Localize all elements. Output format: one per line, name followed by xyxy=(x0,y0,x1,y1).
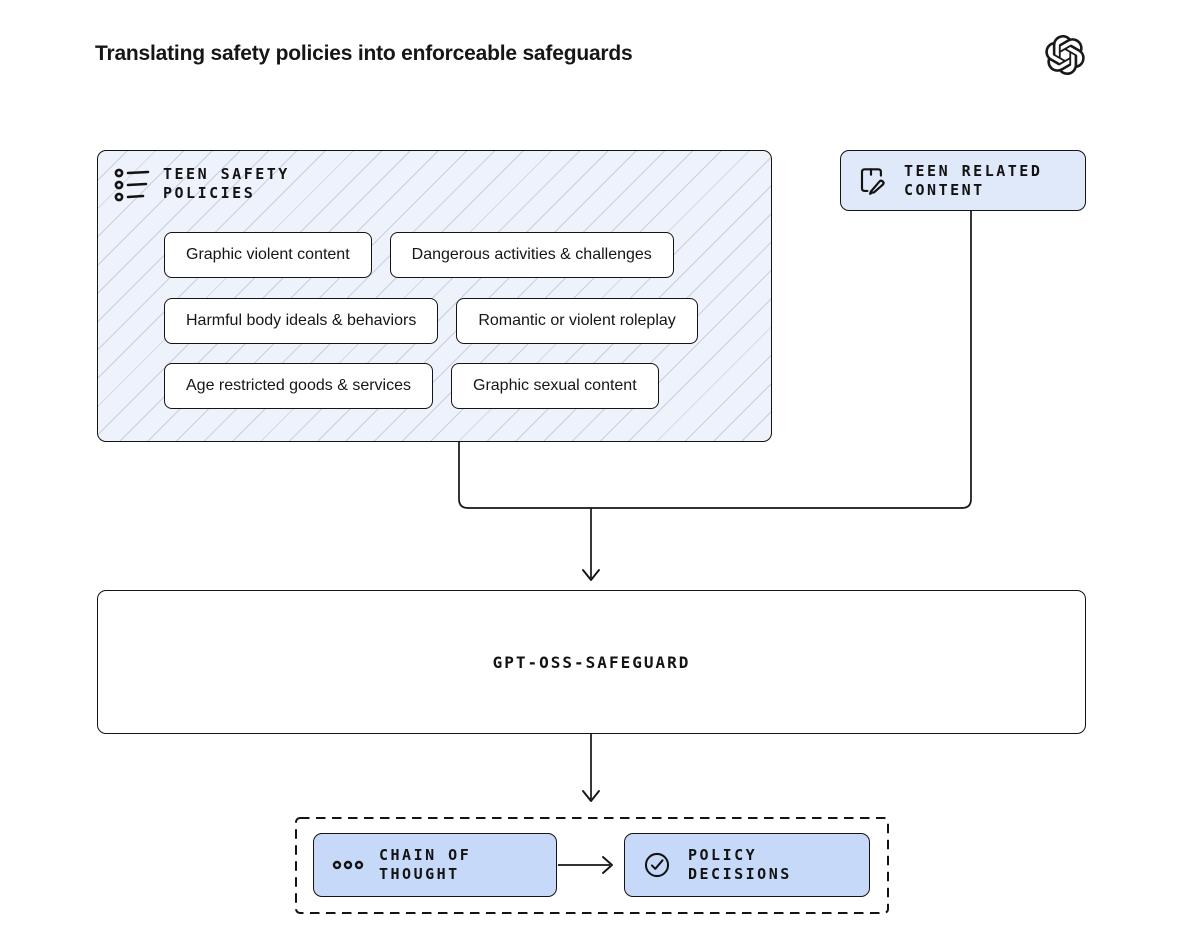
content-label-line2: CONTENT xyxy=(904,180,985,199)
policy-pill: Graphic violent content xyxy=(164,232,372,278)
policy-pill: Dangerous activities & challenges xyxy=(389,232,674,278)
teen-related-content-label: TEEN RELATED CONTENT xyxy=(904,162,1042,200)
content-label-line1: TEEN RELATED xyxy=(904,161,1043,180)
policies-panel-title: TEEN SAFETY POLICIES xyxy=(163,165,290,203)
policy-pill: Age restricted goods & services xyxy=(164,363,433,409)
policy-decisions-box: POLICY DECISIONS xyxy=(624,833,870,897)
model-label: GPT-OSS-SAFEGUARD xyxy=(492,652,691,672)
policy-pill: Romantic or violent roleplay xyxy=(456,298,698,344)
pd-label-line2: DECISIONS xyxy=(688,865,792,883)
arrow-to-model-head xyxy=(582,569,600,581)
policies-panel-header: TEEN SAFETY POLICIES xyxy=(113,165,290,205)
page-title: Translating safety policies into enforce… xyxy=(95,42,633,65)
teen-safety-policies-panel: TEEN SAFETY POLICIES Graphic violent con… xyxy=(97,150,772,442)
list-icon xyxy=(113,165,153,205)
policies-title-line1: TEEN SAFETY xyxy=(163,165,290,183)
openai-logo-icon xyxy=(1045,35,1085,76)
policy-decisions-label: POLICY DECISIONS xyxy=(688,846,792,884)
pd-label-line1: POLICY xyxy=(688,846,758,864)
cot-label-line1: CHAIN OF xyxy=(379,846,472,864)
policy-pill-row-1: Graphic violent content Dangerous activi… xyxy=(164,232,674,278)
teen-related-content-box: TEEN RELATED CONTENT xyxy=(840,150,1086,211)
gpt-oss-safeguard-box: GPT-OSS-SAFEGUARD xyxy=(97,590,1086,734)
edit-document-icon xyxy=(853,163,889,199)
policy-pill: Harmful body ideals & behaviors xyxy=(164,298,439,344)
arrow-to-output-head xyxy=(582,790,600,802)
policy-pill-row-3: Age restricted goods & services Graphic … xyxy=(164,363,659,409)
chain-of-thought-label: CHAIN OF THOUGHT xyxy=(379,846,471,884)
policies-title-line2: POLICIES xyxy=(163,184,256,202)
policy-pill-row-2: Harmful body ideals & behaviors Romantic… xyxy=(164,298,698,344)
chain-of-thought-box: CHAIN OF THOUGHT xyxy=(313,833,557,897)
cot-to-decisions-arrow-head xyxy=(602,856,613,874)
cot-label-line2: THOUGHT xyxy=(379,865,460,883)
check-circle-icon xyxy=(640,848,674,882)
ellipsis-icon xyxy=(329,845,369,885)
policy-pill: Graphic sexual content xyxy=(451,363,659,409)
